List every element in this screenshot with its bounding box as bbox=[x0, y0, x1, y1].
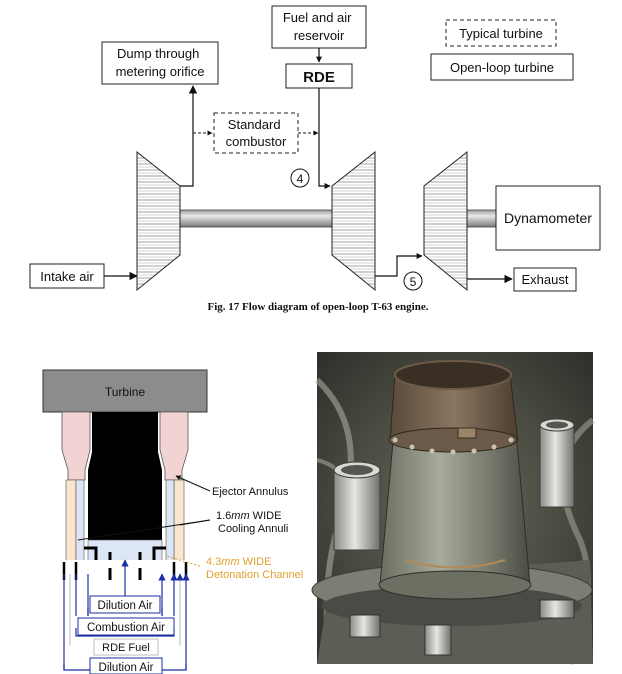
rde-to-turbine-arrow bbox=[318, 88, 331, 189]
detonation-annotation: 4.3mm WIDE Detonation Channel bbox=[206, 556, 303, 581]
intake-box bbox=[29, 263, 105, 289]
ejector-annulus-right bbox=[159, 411, 189, 481]
rde-fuel-label: RDE Fuel bbox=[102, 642, 150, 654]
legend-open-loop-label: Open-loop turbine bbox=[450, 60, 554, 75]
power-turbine-icon bbox=[423, 150, 468, 292]
dilution-air-inner-label: Dilution Air bbox=[98, 600, 153, 612]
dynamometer-box bbox=[495, 185, 601, 251]
injector-walls bbox=[84, 546, 166, 562]
gas-producer-turbine-icon bbox=[331, 150, 376, 292]
combustion-air-box bbox=[77, 617, 175, 636]
legend-open-loop-box bbox=[430, 53, 574, 81]
center-body-core bbox=[88, 412, 162, 540]
turbine-block bbox=[42, 369, 208, 413]
cross-section-diagram: Turbine D bbox=[42, 369, 303, 674]
rde-box bbox=[285, 63, 353, 89]
dynamometer-label: Dynamometer bbox=[504, 210, 592, 226]
legend-typical-box bbox=[445, 19, 557, 47]
bolt-ring bbox=[392, 437, 514, 455]
turbine-block-label: Turbine bbox=[105, 385, 146, 399]
ejector-annotation: Ejector Annulus bbox=[212, 486, 289, 498]
station-4-marker bbox=[290, 168, 310, 188]
intake-label: Intake air bbox=[40, 269, 94, 284]
station-4-label: 4 bbox=[297, 172, 304, 186]
ejector-leader bbox=[175, 475, 211, 492]
fuel-bracket bbox=[69, 574, 180, 646]
detonation-leader bbox=[165, 555, 201, 567]
cooling-annulus-right bbox=[173, 479, 185, 563]
fuel-reservoir-label: Fuel and air reservoir bbox=[283, 10, 355, 43]
cooling-annulus-left bbox=[65, 479, 77, 563]
standard-combustor-box bbox=[213, 112, 299, 154]
cooling-leader-left bbox=[77, 519, 211, 541]
combustion-air-label: Combustion Air bbox=[87, 622, 165, 634]
dilution-annulus-right bbox=[165, 479, 175, 563]
exhaust-label: Exhaust bbox=[522, 272, 569, 287]
cooling-annotation: 1.6mm WIDE Cooling Annuli bbox=[216, 510, 288, 535]
dilution-air-inner-box bbox=[89, 595, 161, 614]
interstage-arrow bbox=[375, 253, 423, 277]
shaft-left bbox=[177, 209, 335, 228]
standard-combustor-label: Standard combustor bbox=[226, 117, 287, 149]
flow-diagram: Dump through metering orifice Fuel and a… bbox=[29, 5, 601, 313]
legend-typical-label: Typical turbine bbox=[459, 26, 543, 41]
dilution-air-outer-box bbox=[89, 657, 163, 674]
dump-box bbox=[101, 41, 219, 85]
dilution-air-outer-label: Dilution Air bbox=[99, 662, 154, 674]
station-5-label: 5 bbox=[410, 275, 417, 289]
dilution-annulus-left bbox=[75, 479, 85, 563]
station-5-marker bbox=[403, 271, 423, 291]
rde-fuel-box bbox=[93, 638, 159, 656]
dump-label: Dump through metering orifice bbox=[116, 46, 205, 79]
rde-hardware-photo bbox=[311, 352, 595, 666]
dump-flow-arrow bbox=[180, 85, 198, 187]
exhaust-box bbox=[513, 267, 577, 292]
fuel-reservoir-box bbox=[271, 5, 367, 49]
compressor-icon bbox=[136, 150, 181, 292]
figure-caption: Fig. 17 Flow diagram of open-loop T-63 e… bbox=[208, 301, 429, 313]
ejector-annulus-left bbox=[61, 411, 91, 481]
detonation-channel-base bbox=[87, 539, 163, 563]
shaft-right bbox=[465, 209, 497, 228]
rde-label: RDE bbox=[303, 69, 335, 86]
